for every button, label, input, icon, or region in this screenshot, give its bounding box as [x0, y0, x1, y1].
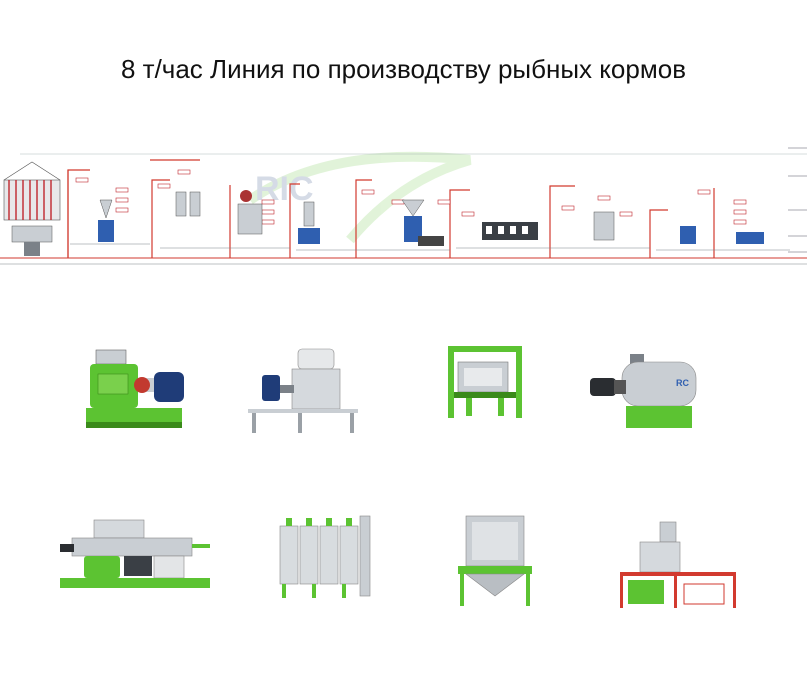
- extruder: [54, 516, 214, 600]
- hammer-mill-icon: [86, 349, 184, 428]
- dryer: [272, 512, 380, 604]
- extruder-icon: [60, 519, 210, 588]
- counterflow-cooler: [452, 512, 538, 608]
- mixer-icon: RC: [590, 354, 697, 428]
- process-flow-diagram: RIC: [0, 147, 807, 265]
- flow-equipment: [98, 190, 764, 246]
- mixer: RC: [586, 350, 710, 434]
- pulverizer: [238, 345, 363, 435]
- watermark-logo: RIC: [247, 151, 472, 244]
- svg-text:RC: RC: [676, 378, 689, 388]
- page-title: 8 т/час Линия по производству рыбных кор…: [120, 54, 687, 84]
- pulverizer-icon: [248, 348, 358, 433]
- dryer-icon: [279, 515, 371, 598]
- rotary-sifter-icon: [448, 346, 522, 418]
- hammer-mill: [80, 340, 190, 432]
- silo-bank: [3, 161, 61, 256]
- packing-scale: [614, 518, 744, 610]
- packing-scale-icon: [620, 521, 736, 608]
- rotary-sifter: [444, 342, 526, 424]
- counterflow-cooler-icon: [458, 515, 532, 606]
